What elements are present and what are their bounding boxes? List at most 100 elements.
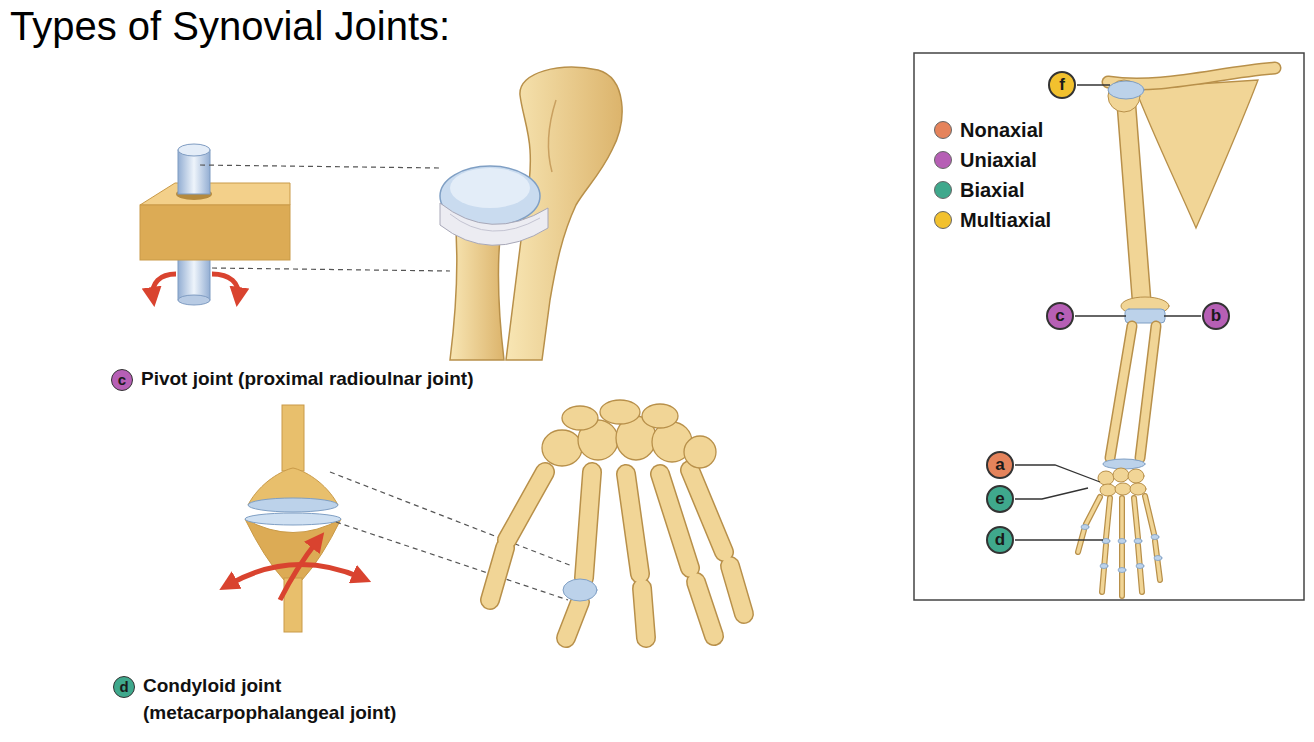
hand-bones	[690, 470, 724, 552]
callout-number: d	[986, 526, 1014, 554]
leader-line	[1075, 315, 1126, 316]
slide-title: Types of Synovial Joints:	[10, 2, 450, 50]
callout-number: d	[113, 676, 135, 698]
arm-skeleton	[1078, 496, 1160, 596]
radioulnar-bones	[450, 214, 540, 231]
leader-line	[1015, 465, 1100, 482]
condyloid-model	[228, 405, 362, 632]
callout-number: e	[986, 485, 1014, 513]
leader-line	[1015, 539, 1103, 540]
legend-entry: Biaxial	[934, 175, 1051, 205]
hand-bones	[490, 548, 505, 600]
dashed-guide	[330, 472, 572, 600]
pivot-model	[140, 144, 290, 305]
pivot-model	[178, 150, 210, 194]
radioulnar-bones	[549, 100, 556, 172]
hand-bones	[542, 430, 582, 466]
condyloid-model	[245, 513, 341, 525]
hand-bones	[566, 602, 580, 638]
arm-skeleton	[1100, 564, 1108, 569]
hand-bones	[490, 470, 744, 638]
arm-skeleton	[1102, 539, 1110, 544]
arm-skeleton	[1113, 468, 1129, 482]
hand-bones	[584, 472, 592, 578]
arm-skeleton	[1140, 326, 1156, 458]
callout-number: f	[1048, 71, 1076, 99]
arm-skeleton	[1134, 498, 1138, 538]
dashed-guide	[212, 268, 450, 271]
arm-skeleton	[1110, 326, 1132, 458]
callout-number: c	[1046, 302, 1074, 330]
arm-skeleton	[1128, 469, 1144, 483]
arm-skeleton	[1086, 497, 1100, 524]
callout-circle: a	[986, 451, 1014, 479]
arm-skeleton	[1126, 100, 1142, 306]
hand-bones	[684, 436, 716, 468]
hand-bones	[490, 470, 744, 638]
caption-text: Pivot joint (proximal radioulnar joint)	[141, 366, 474, 393]
hand-bones	[642, 588, 646, 638]
pivot-model	[178, 144, 210, 156]
arm-skeleton	[1098, 471, 1114, 485]
hand-bones	[507, 472, 545, 540]
arm-skeleton	[1119, 498, 1125, 538]
arm-skeleton	[1078, 68, 1275, 596]
arm-skeleton	[1098, 468, 1146, 496]
radioulnar-bones	[440, 67, 622, 360]
arm-skeleton	[1106, 498, 1110, 538]
hand-bones	[660, 474, 690, 568]
arm-skeleton	[1135, 80, 1258, 228]
legend-label: Multiaxial	[960, 209, 1051, 232]
dashed-guide	[330, 472, 572, 566]
arm-skeleton	[1078, 530, 1084, 552]
hand-bones	[696, 582, 714, 636]
hand-bones	[626, 474, 640, 574]
callout-circle: f	[1048, 71, 1076, 99]
pivot-model	[153, 274, 176, 297]
legend-entry: Nonaxial	[934, 115, 1051, 145]
arm-skeleton	[1134, 539, 1142, 544]
pivot-model	[140, 183, 290, 205]
callout-number: b	[1202, 302, 1230, 330]
radioulnar-bones	[440, 203, 548, 245]
condyloid-model	[282, 405, 304, 471]
arm-skeleton	[1154, 556, 1162, 561]
arm-skeleton	[1134, 498, 1138, 538]
arm-skeleton	[1126, 100, 1142, 306]
hand-bones	[660, 474, 690, 568]
hand-bones	[642, 588, 646, 638]
legend-label: Uniaxial	[960, 149, 1037, 172]
hand-bones	[730, 566, 744, 614]
arm-skeleton	[1100, 484, 1116, 496]
pivot-model	[178, 295, 210, 305]
figure-panel	[914, 53, 1304, 600]
callout-circle: d	[986, 526, 1014, 554]
hand-bones	[562, 406, 598, 430]
legend-label: Biaxial	[960, 179, 1024, 202]
hand-bones	[584, 472, 592, 578]
arm-skeleton	[1086, 497, 1100, 524]
arm-skeleton	[1130, 483, 1146, 495]
leader-line	[1077, 84, 1110, 85]
hand-bones	[730, 566, 744, 614]
arm-skeleton	[1078, 530, 1084, 552]
callout-circle: b	[1202, 302, 1230, 330]
arm-skeleton	[1110, 326, 1132, 458]
arm-skeleton	[1081, 525, 1162, 573]
dashed-guide	[200, 165, 440, 168]
arm-skeleton	[1140, 326, 1156, 458]
legend-label: Nonaxial	[960, 119, 1043, 142]
hand-bones	[490, 548, 505, 600]
legend-entry: Uniaxial	[934, 145, 1051, 175]
dashed-guide	[200, 165, 450, 271]
callout-number: a	[986, 451, 1014, 479]
pivot-model	[140, 205, 290, 260]
arm-skeleton	[1145, 496, 1154, 534]
callout-number: c	[111, 369, 133, 391]
arm-skeleton	[1118, 568, 1126, 573]
leader-line	[1015, 85, 1201, 540]
hand-bones	[626, 474, 640, 574]
legend-swatch	[934, 121, 952, 139]
callout-circle: e	[986, 485, 1014, 513]
caption-text: Condyloid joint (metacarpophalangeal joi…	[143, 673, 453, 726]
